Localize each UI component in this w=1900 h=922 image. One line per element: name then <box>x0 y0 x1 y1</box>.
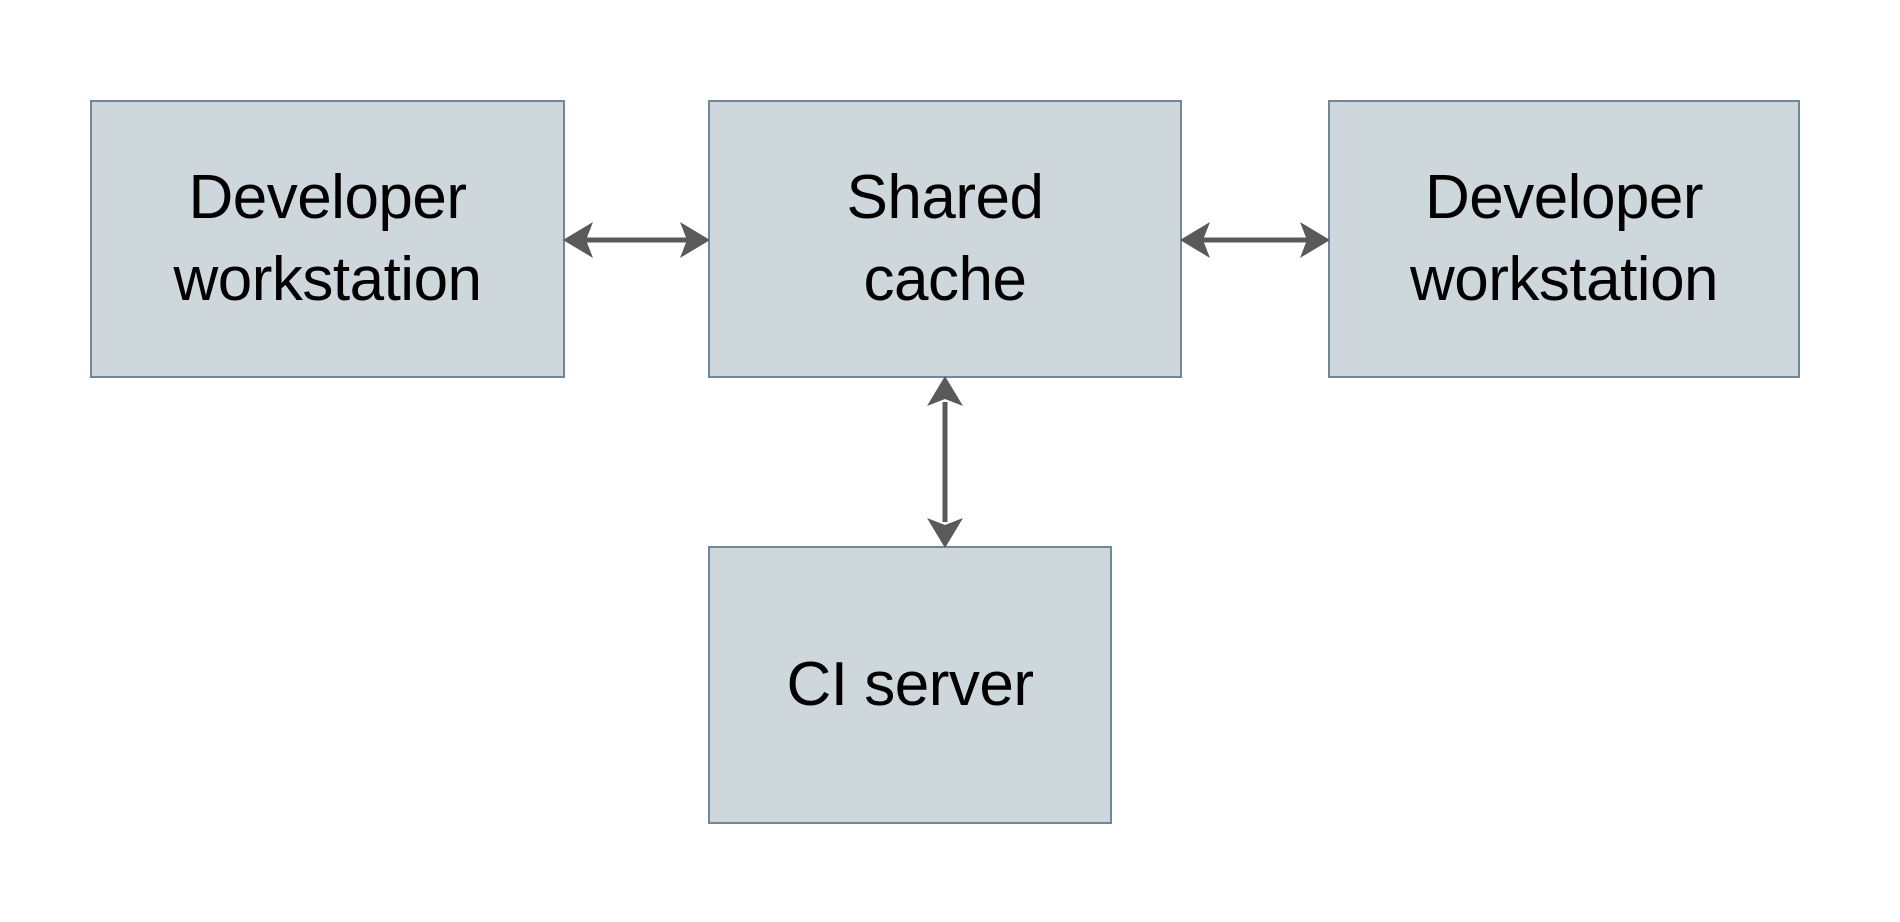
node-label: Developer workstation <box>173 163 482 314</box>
node-developer-workstation-left[interactable]: Developer workstation <box>90 100 565 378</box>
edge-shared-cache-to-developer-workstation-right[interactable] <box>1180 205 1330 275</box>
node-ci-server[interactable]: CI server <box>708 546 1112 824</box>
node-label: CI server <box>786 650 1034 720</box>
double-arrow-icon <box>563 222 710 258</box>
node-developer-workstation-right[interactable]: Developer workstation <box>1328 100 1800 378</box>
double-arrow-icon <box>927 376 963 548</box>
edge-shared-cache-to-ci-server[interactable] <box>910 376 980 548</box>
double-arrow-icon <box>1180 222 1330 258</box>
node-shared-cache[interactable]: Shared cache <box>708 100 1182 378</box>
node-label: Shared cache <box>846 163 1044 314</box>
edge-developer-workstation-left-to-shared-cache[interactable] <box>563 205 710 275</box>
node-label: Developer workstation <box>1409 163 1719 314</box>
